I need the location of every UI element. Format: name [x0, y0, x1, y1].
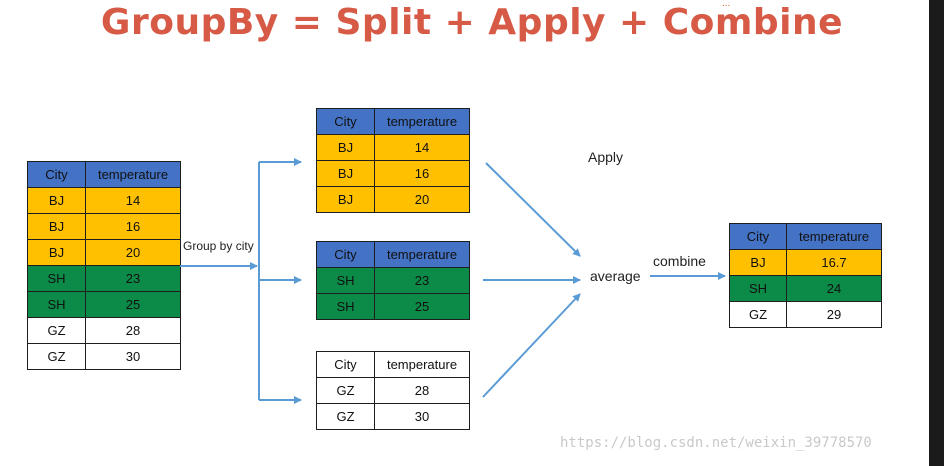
city-cell: GZ	[27, 343, 86, 370]
group-by-label: Group by city	[183, 239, 254, 253]
temperature-cell: 28	[374, 377, 470, 404]
apply-arrow-gz	[482, 293, 581, 398]
temperature-cell: 16	[85, 213, 181, 240]
watermark: https://blog.csdn.net/weixin_39778570	[560, 435, 872, 451]
temperature-cell: 29	[786, 301, 882, 328]
corner-text: ...	[722, 0, 731, 9]
city-cell: GZ	[316, 377, 375, 404]
city-cell: SH	[729, 275, 787, 302]
apply-arrow-bj	[485, 162, 581, 257]
temperature-cell: 28	[85, 317, 181, 344]
temperature-cell: 23	[374, 267, 470, 294]
column-header: City	[27, 161, 86, 188]
temperature-cell: 14	[85, 187, 181, 214]
temperature-cell: 23	[85, 265, 181, 292]
temperature-cell: 16.7	[786, 249, 882, 276]
column-header: temperature	[85, 161, 181, 188]
temperature-cell: 16	[374, 160, 470, 187]
temperature-cell: 20	[85, 239, 181, 266]
temperature-cell: 24	[786, 275, 882, 302]
temperature-cell: 30	[85, 343, 181, 370]
temperature-cell: 30	[374, 403, 470, 430]
city-cell: SH	[27, 265, 86, 292]
combine-label: combine	[653, 253, 706, 269]
column-header: City	[729, 223, 787, 250]
city-cell: BJ	[316, 160, 375, 187]
right-edge-bar	[929, 0, 944, 466]
column-header: City	[316, 241, 375, 268]
column-header: temperature	[786, 223, 882, 250]
city-cell: GZ	[316, 403, 375, 430]
average-label: average	[590, 268, 641, 284]
city-cell: BJ	[316, 186, 375, 213]
city-cell: BJ	[27, 187, 86, 214]
column-header: temperature	[374, 351, 470, 378]
city-cell: SH	[27, 291, 86, 318]
city-cell: GZ	[27, 317, 86, 344]
column-header: City	[316, 351, 375, 378]
apply-label: Apply	[588, 149, 624, 165]
temperature-cell: 25	[374, 293, 470, 320]
city-cell: BJ	[27, 239, 86, 266]
city-cell: SH	[316, 267, 375, 294]
column-header: temperature	[374, 108, 470, 135]
temperature-cell: 20	[374, 186, 470, 213]
city-cell: BJ	[729, 249, 787, 276]
diagram-title: GroupBy = Split + Apply + Combine	[100, 2, 844, 43]
